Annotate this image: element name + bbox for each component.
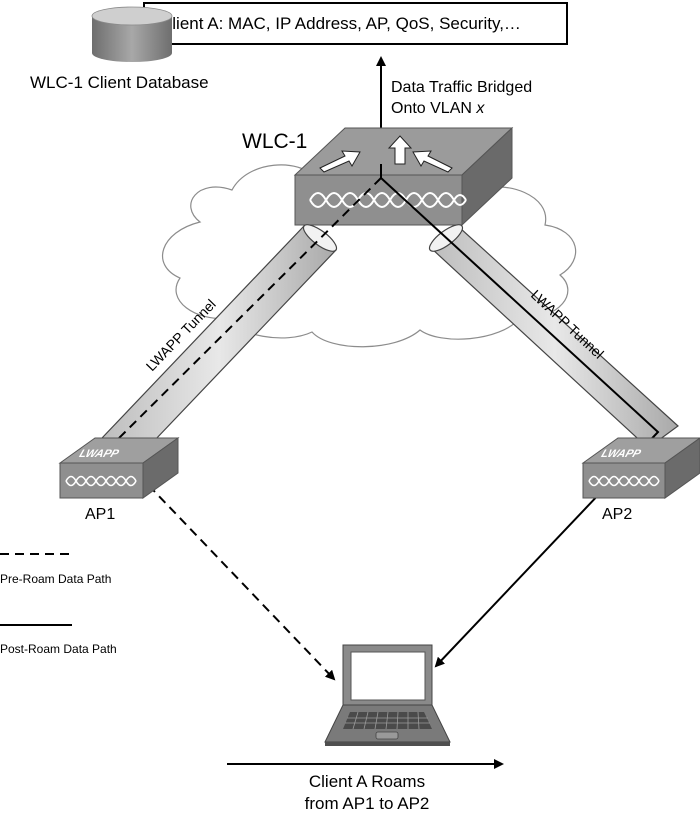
laptop-icon <box>324 644 451 746</box>
client-record-box: Client A: MAC, IP Address, AP, QoS, Secu… <box>143 2 568 45</box>
wlc-controller-icon <box>293 126 514 227</box>
database-label: WLC-1 Client Database <box>30 73 209 92</box>
traffic-label-line1: Data Traffic Bridged <box>391 79 532 96</box>
ap1-badge: LWAPP <box>78 448 121 460</box>
post-roam-data-path <box>380 164 660 668</box>
traffic-label-line2-text: Onto VLAN <box>391 100 476 117</box>
legend-pre-roam-label: Pre-Roam Data Path <box>0 572 111 586</box>
legend-post-roam-label: Post-Roam Data Path <box>0 642 117 656</box>
roam-label-line2: from AP1 to AP2 <box>305 794 430 813</box>
ap1-label: AP1 <box>85 506 115 523</box>
ap2-label: AP2 <box>602 506 632 523</box>
database-icon <box>91 6 173 62</box>
legend: Pre-Roam Data Path Post-Roam Data Path <box>0 553 117 656</box>
client-record-text: Client A: MAC, IP Address, AP, QoS, Secu… <box>160 14 521 33</box>
traffic-label-vlan-var: x <box>475 100 485 117</box>
wlc-label: WLC-1 <box>242 130 307 153</box>
ap2-icon: LWAPP <box>581 437 700 499</box>
traffic-label-line2: Onto VLAN x <box>391 100 485 117</box>
ap2-badge: LWAPP <box>600 448 643 460</box>
ap1-icon: LWAPP <box>58 437 180 499</box>
roam-label-line1: Client A Roams <box>309 772 425 791</box>
